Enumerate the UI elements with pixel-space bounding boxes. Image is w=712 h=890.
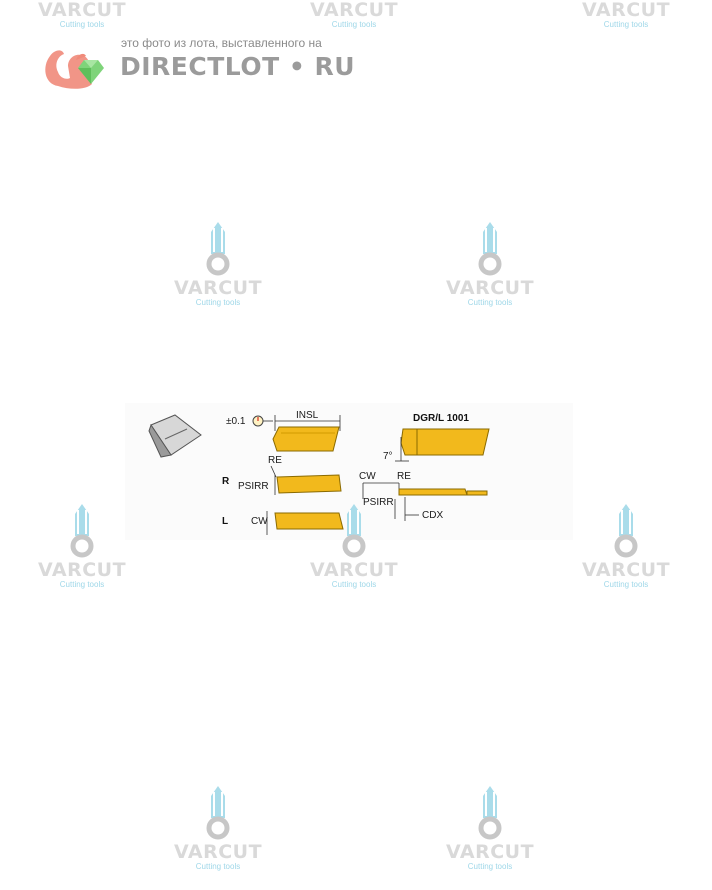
cw-left-label: CW (251, 516, 268, 527)
watermark-name: VARCUT (581, 0, 671, 21)
directlot-brand: это фото из лота, выставленного на DIREC… (40, 36, 360, 96)
grooving-blade-profile (398, 488, 468, 496)
watermark-name: VARCUT (173, 277, 263, 299)
squirrel-gem-logo-icon (45, 50, 104, 89)
varcut-tool-icon (70, 504, 94, 558)
watermark-subtitle: Cutting tools (59, 580, 105, 589)
brand-caption: это фото из лота, выставленного на (121, 36, 322, 50)
watermark-row3-left: VARCUT Cutting tools (22, 502, 142, 590)
cw-right-label: CW (359, 471, 376, 482)
watermark-row4-left: VARCUT Cutting tools (158, 784, 278, 872)
watermark-subtitle: Cutting tools (59, 20, 105, 29)
insl-label: INSL (296, 410, 319, 421)
watermark-subtitle: Cutting tools (467, 298, 513, 307)
varcut-tool-icon (614, 504, 638, 558)
l-label: L (222, 516, 228, 527)
watermark-top-right: VARCUT Cutting tools (566, 0, 686, 30)
watermark-subtitle: Cutting tools (331, 20, 377, 29)
watermark-top-center: VARCUT Cutting tools (294, 0, 414, 30)
watermark-name: VARCUT (173, 841, 263, 863)
insert-r-profile (276, 474, 342, 494)
tolerance-label: ±0.1 (226, 416, 246, 427)
watermark-row3-center: VARCUT Cutting tools (294, 502, 414, 590)
watermark-row3-right: VARCUT Cutting tools (566, 502, 686, 590)
watermark-subtitle: Cutting tools (331, 580, 377, 589)
psirr-left-label: PSIRR (238, 481, 269, 492)
watermark-name: VARCUT (309, 559, 399, 581)
watermark-name: VARCUT (37, 559, 127, 581)
insert-top-view (272, 426, 340, 452)
varcut-tool-icon (478, 222, 502, 276)
psirr-right-label: PSIRR (363, 497, 394, 508)
watermark-row4-right: VARCUT Cutting tools (430, 784, 550, 872)
re-right-label: RE (397, 471, 411, 482)
varcut-tool-icon (206, 786, 230, 840)
watermark-row2-right: VARCUT Cutting tools (430, 220, 550, 308)
r-label: R (222, 476, 230, 487)
watermark-subtitle: Cutting tools (603, 20, 649, 29)
watermark-subtitle: Cutting tools (195, 862, 241, 871)
insert-l-profile (274, 512, 344, 530)
insert-3d-icon (148, 414, 202, 458)
watermark-top-left: VARCUT Cutting tools (22, 0, 142, 30)
cdx-label: CDX (422, 510, 443, 521)
watermark-subtitle: Cutting tools (467, 862, 513, 871)
watermark-name: VARCUT (445, 277, 535, 299)
varcut-tool-icon (206, 222, 230, 276)
watermark-name: VARCUT (581, 559, 671, 581)
watermark-name: VARCUT (309, 0, 399, 21)
varcut-tool-icon (478, 786, 502, 840)
watermark-name: VARCUT (445, 841, 535, 863)
angle-label: 7° (383, 451, 393, 462)
watermark-subtitle: Cutting tools (603, 580, 649, 589)
diagram-title: DGR/L 1001 (413, 413, 469, 424)
holder-insert-view (400, 428, 490, 456)
brand-name: DIRECTLOT • RU (120, 52, 356, 81)
watermark-subtitle: Cutting tools (195, 298, 241, 307)
watermark-name: VARCUT (37, 0, 127, 21)
re-left-label: RE (268, 455, 282, 466)
watermark-row2-left: VARCUT Cutting tools (158, 220, 278, 308)
varcut-tool-icon (342, 504, 366, 558)
